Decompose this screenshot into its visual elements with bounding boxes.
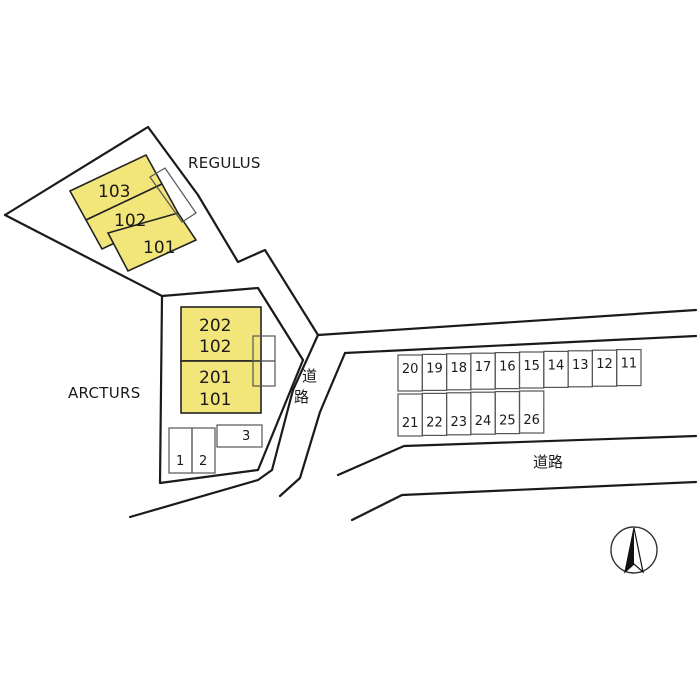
parking-space-12-label: 12 [596,357,613,372]
regulus-unit-101[interactable] [106,212,198,273]
lot-boundary [3,125,320,485]
parking-space-13-label: 13 [572,358,589,373]
arcturs-name: ARCTURS [68,384,141,402]
parking-space-11-label: 11 [621,357,638,372]
parking-space-3[interactable] [216,424,263,448]
arcturs-stairs-lower [252,360,276,387]
road-label-vertical-2: 路 [294,388,309,406]
arcturs-block-lower[interactable] [180,360,262,414]
regulus-unit-103-label: 103 [98,182,130,202]
parking-space-18-label: 18 [450,361,467,376]
parking-lot-a: 1 2 3 [168,424,263,474]
regulus-unit-102-label: 102 [114,211,146,231]
parking-space-22-label: 22 [426,415,443,430]
parking-space-26-label: 26 [523,413,540,428]
parking-space-11[interactable] [616,349,642,387]
parking-space-14-label: 14 [548,358,565,373]
parking-space-26[interactable] [518,390,545,434]
arcturs-unit-202-label: 202 [199,316,231,336]
regulus-name: REGULUS [188,154,261,172]
parking-space-2[interactable] [191,427,216,474]
arcturs-building: 202 102 201 101 [180,306,276,414]
north-arrow-icon [610,526,658,574]
road-label-vertical-1: 道 [302,367,317,385]
road-label-horizontal: 道路 [533,453,563,471]
arcturs-unit-101-label: 101 [199,390,231,410]
parking-space-2-label: 2 [199,454,207,469]
parking-space-3-label: 3 [242,429,250,444]
arcturs-unit-201-label: 201 [199,368,231,388]
parking-space-1-label: 1 [176,454,184,469]
parking-space-21-label: 21 [402,416,419,431]
parking-space-25-label: 25 [499,414,516,429]
regulus-unit-101-label: 101 [143,238,175,258]
parking-space-23-label: 23 [450,415,467,430]
regulus-building: 103 102 101 [68,153,198,273]
arcturs-unit-102-label: 102 [199,337,231,357]
parking-space-20-label: 20 [402,362,419,377]
parking-space-16-label: 16 [499,360,516,375]
parking-space-17-label: 17 [475,360,492,375]
parking-lot-b: 20 19 18 17 16 15 14 13 12 11 21 22 23 24 25 26 [397,349,642,437]
road-edges [128,308,698,522]
parking-space-15-label: 15 [523,359,540,374]
parking-space-19-label: 19 [426,361,443,376]
regulus-stairs [149,167,197,223]
parking-space-24-label: 24 [475,414,492,429]
